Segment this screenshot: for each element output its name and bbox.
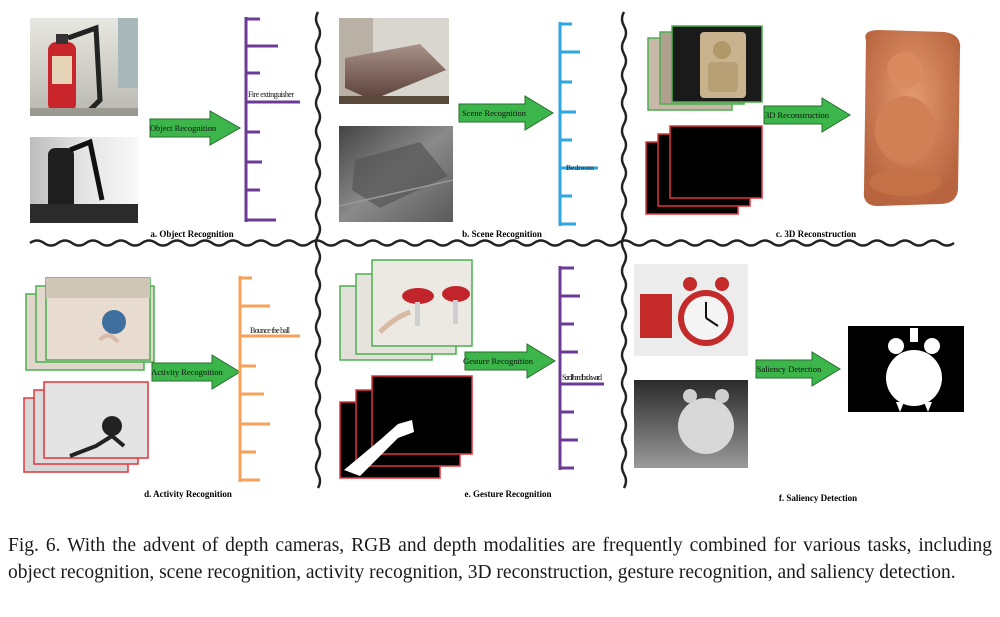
hand-photo (339, 259, 473, 361)
panel-caption: c. 3D Reconstruction (776, 229, 856, 239)
label-scale-bar (558, 266, 604, 470)
label-scale-bar (244, 17, 300, 222)
panel-caption: d. Activity Recognition (144, 489, 232, 499)
panel-dividers (29, 11, 955, 489)
scene-recognition-arrow: Scene Recognition (458, 95, 554, 131)
panel-3d-reconstruction: 3D Reconstruction c. 3D Reconstruction (645, 25, 961, 239)
gesture-recognition-arrow: Gesture Recognition (463, 343, 556, 379)
result-label: Bedroom (566, 163, 594, 172)
panel-scene-recognition: Scene Recognition Bedroom b. Scene Recog… (338, 18, 598, 239)
panel-caption: f. Saliency Detection (779, 493, 857, 503)
figure-caption: Fig. 6. With the advent of depth cameras… (8, 535, 992, 583)
depth-photo (30, 137, 138, 223)
depth-photo (634, 380, 748, 468)
panel-gesture-recognition: Gesture Recognition Scroll hand backward… (339, 259, 604, 499)
ball-photo (25, 277, 155, 371)
arrow-label: 3D Reconstruction (765, 110, 830, 120)
panel-activity-recognition: Activity Recognition Bounce the ball d. … (23, 276, 300, 499)
statue-photo (647, 25, 763, 111)
alarm-clock-photo (634, 264, 748, 356)
arrow-label: Object Recognition (150, 123, 217, 133)
arrow-label: Saliency Detection (757, 364, 822, 374)
activity-recognition-arrow: Activity Recognition (151, 354, 241, 390)
fire-extinguisher-photo (30, 18, 138, 116)
arrow-label: Activity Recognition (151, 367, 223, 377)
bedroom-photo (339, 18, 449, 104)
figure-6: Object Recognition Fire extinguisher a. … (23, 11, 964, 503)
3d-reconstruction-arrow: 3D Reconstruction (763, 97, 851, 133)
depth-photo (23, 381, 149, 473)
divider-vertical-2 (620, 11, 628, 489)
result-label: Bounce the ball (250, 326, 291, 335)
panel-caption: b. Scene Recognition (462, 229, 542, 239)
depth-photo (338, 126, 454, 222)
depth-frames (645, 125, 763, 215)
result-label: Fire extinguisher (248, 90, 294, 99)
label-scale-bar (558, 22, 598, 226)
divider-vertical-1 (314, 11, 322, 489)
depth-frames (339, 375, 473, 479)
arrow-label: Scene Recognition (462, 108, 527, 118)
panel-caption: e. Gesture Recognition (464, 489, 551, 499)
panel-caption: a. Object Recognition (150, 229, 233, 239)
reconstructed-statue (863, 30, 961, 206)
result-label: Scroll hand backward (562, 373, 602, 382)
panel-object-recognition: Object Recognition Fire extinguisher a. … (30, 17, 300, 239)
arrow-label: Gesture Recognition (463, 356, 534, 366)
saliency-detection-arrow: Saliency Detection (755, 351, 841, 387)
label-scale-bar (238, 276, 300, 482)
saliency-mask (848, 326, 964, 412)
panel-saliency-detection: Saliency Detection f. Saliency Detection (634, 264, 964, 503)
object-recognition-arrow: Object Recognition (149, 110, 242, 146)
divider-horizontal (29, 239, 955, 247)
